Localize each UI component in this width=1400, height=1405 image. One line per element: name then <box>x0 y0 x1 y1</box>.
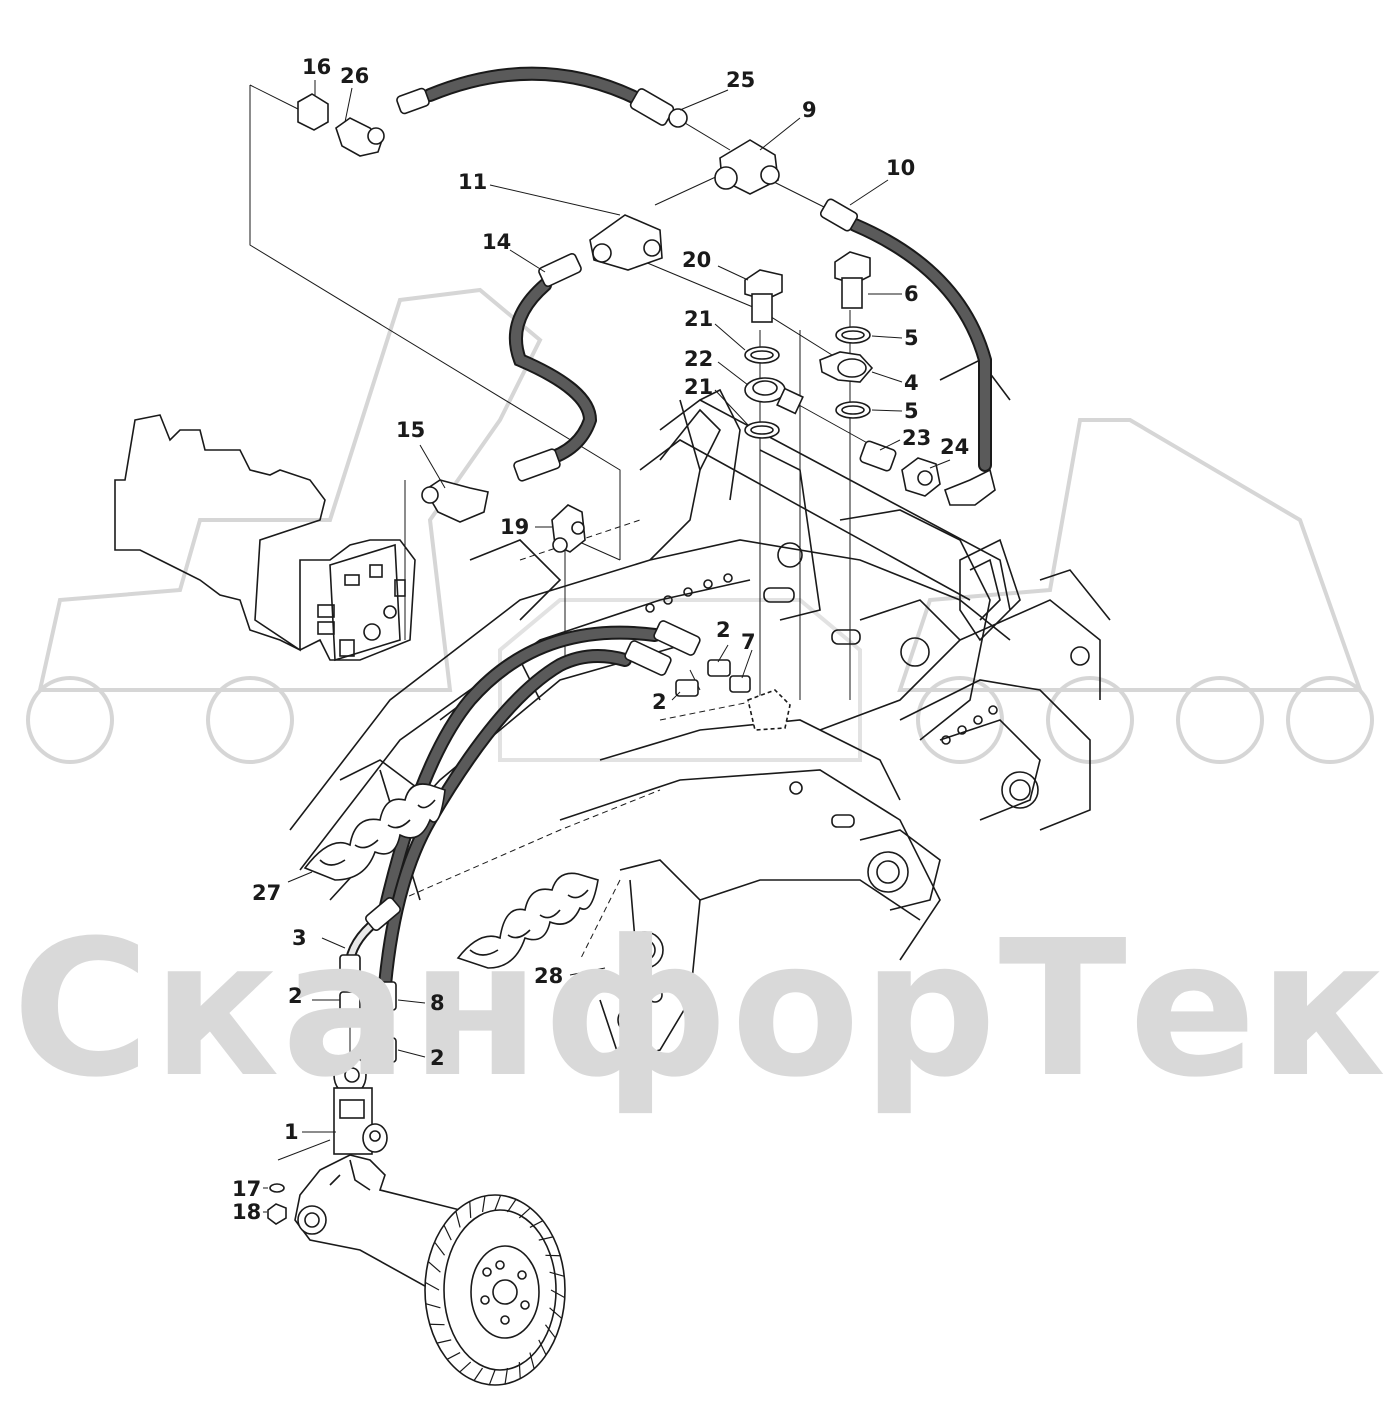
callout-27: 27 <box>252 883 281 904</box>
callout-15: 15 <box>396 420 425 441</box>
callout-14: 14 <box>482 232 511 253</box>
callout-17: 17 <box>232 1179 261 1200</box>
callout-25: 25 <box>726 70 755 91</box>
callout-21-upper: 21 <box>684 309 713 330</box>
callout-5-lower: 5 <box>904 401 919 422</box>
callout-20: 20 <box>682 250 711 271</box>
callout-11: 11 <box>458 172 487 193</box>
wheel-assembly <box>295 1155 565 1385</box>
callout-22: 22 <box>684 349 713 370</box>
callout-23: 23 <box>902 428 931 449</box>
callout-16: 16 <box>302 57 331 78</box>
callout-26: 26 <box>340 66 369 87</box>
valve-block <box>115 415 415 660</box>
callout-9: 9 <box>802 100 817 121</box>
callout-7: 7 <box>741 632 756 653</box>
hydraulic-hoses <box>350 74 985 985</box>
callout-2-mid: 2 <box>652 692 667 713</box>
callout-8: 8 <box>430 993 445 1014</box>
fittings <box>268 87 995 1224</box>
callout-6: 6 <box>904 284 919 305</box>
callout-5-upper: 5 <box>904 328 919 349</box>
callout-2-right: 2 <box>430 1048 445 1069</box>
callout-21-lower: 21 <box>684 377 713 398</box>
callout-19: 19 <box>500 517 529 538</box>
spiral-guards <box>305 784 598 968</box>
callout-28: 28 <box>534 966 563 987</box>
callout-2-upper: 2 <box>716 620 731 641</box>
callout-1: 1 <box>284 1122 299 1143</box>
callout-4: 4 <box>904 373 919 394</box>
callout-10: 10 <box>886 158 915 179</box>
callout-3: 3 <box>292 928 307 949</box>
callout-24: 24 <box>940 437 969 458</box>
callout-18: 18 <box>232 1202 261 1223</box>
callout-2-left: 2 <box>288 986 303 1007</box>
